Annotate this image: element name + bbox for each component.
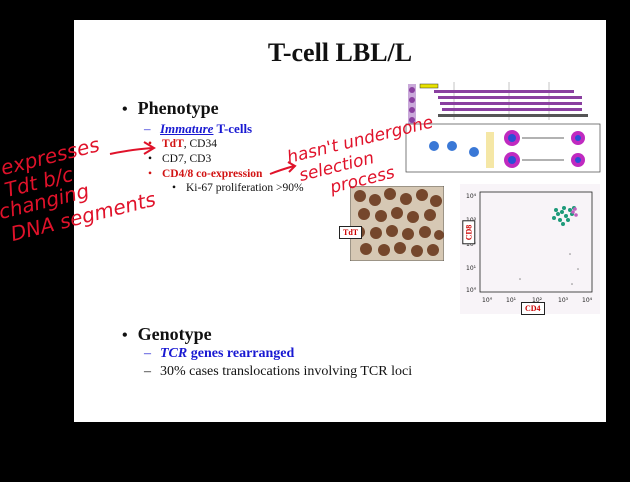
phenotype-item-cd48: •CD4/8 co-expression xyxy=(148,168,263,180)
bullet-icon: • xyxy=(122,327,128,344)
x-tick-1: 10¹ xyxy=(506,297,517,304)
t-cell-development-diagram xyxy=(405,82,601,173)
phenotype-item-cd7: •CD7, CD3 xyxy=(148,153,212,165)
y-tick-4: 10° xyxy=(466,287,477,294)
handwritten-arrow-icon xyxy=(269,161,297,175)
genotype-item-translocations: –30% cases translocations involving TCR … xyxy=(144,364,413,379)
phenotype-item-ki67: •Ki-67 proliferation >90% xyxy=(172,182,304,194)
tdt-label: TdT xyxy=(339,226,363,239)
x-tick-0: 10° xyxy=(482,297,493,304)
bullet-icon: • xyxy=(122,101,128,118)
genotype-heading: •Genotype xyxy=(122,324,212,344)
y-tick-3: 10¹ xyxy=(466,265,477,272)
y-tick-0: 10⁴ xyxy=(466,193,477,200)
cd4-label: CD4 xyxy=(521,302,545,315)
phenotype-item-tdt: •TdT, CD34 xyxy=(148,138,217,150)
x-tick-2: 10² xyxy=(532,297,543,304)
y-tick-1: 10³ xyxy=(466,217,477,224)
flow-cytometry-plot: 10° 10¹ 10² 10³ 10⁴ 10⁴ 10³ 10² 10¹ 10° xyxy=(460,184,600,314)
phenotype-subitem: –Immature T-cells xyxy=(144,121,253,136)
handwritten-arrow-icon xyxy=(109,141,156,155)
cd8-label: CD8 xyxy=(462,220,476,245)
tdt-micrograph xyxy=(350,186,444,261)
x-tick-4: 10⁴ xyxy=(582,297,593,304)
slide-title: T-cell LBL/L xyxy=(267,38,413,67)
slide: T-cell LBL/L •Phenotype –Immature T-cell… xyxy=(74,20,606,422)
y-tick-2: 10² xyxy=(466,241,477,248)
x-tick-3: 10³ xyxy=(558,297,569,304)
phenotype-heading: •Phenotype xyxy=(122,98,219,118)
genotype-item-tcr: –TCR genes rearranged xyxy=(144,346,295,361)
